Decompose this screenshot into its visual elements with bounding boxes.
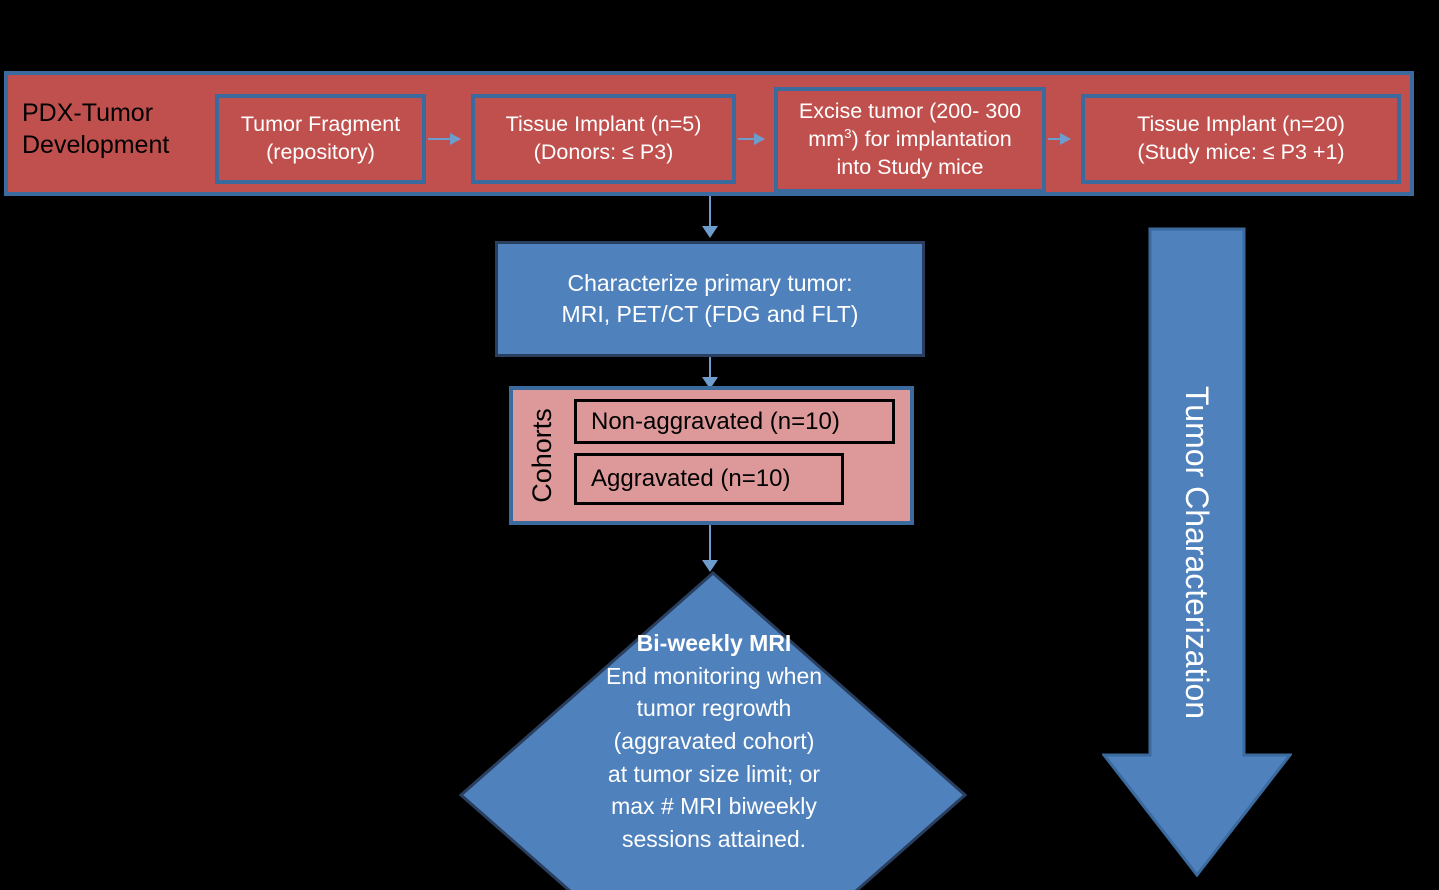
cohorts-label: Cohorts	[515, 390, 570, 521]
decision-line-1: End monitoring when	[605, 662, 823, 689]
arrow-fragment-to-implant	[428, 133, 461, 145]
arrow-banner-to-characterize	[702, 196, 718, 238]
step-box-tissue-implant-study-mice[interactable]: Tissue Implant (n=20) (Study mice: ≤ P3 …	[1081, 94, 1401, 184]
step-1-line-2: (repository)	[266, 140, 375, 164]
characterize-primary-tumor-box[interactable]: Characterize primary tumor: MRI, PET/CT …	[495, 241, 925, 357]
step-3-line-1: Excise tumor (200- 300	[798, 99, 1022, 124]
step-2-line-1: Tissue Implant (n=5)	[505, 112, 702, 137]
step-3-line-2-post: ) for implantation	[851, 127, 1012, 152]
decision-diamond[interactable]: Bi-weekly MRI End monitoring when tumor …	[459, 571, 967, 890]
tumor-characterization-arrow: Tumor Characterization	[1102, 227, 1292, 877]
decision-line-3: (aggravated cohort)	[613, 727, 815, 754]
arrow-characterize-to-cohorts	[702, 357, 718, 389]
decision-line-6: sessions attained.	[621, 825, 807, 852]
cohort-item-aggravated[interactable]: Aggravated (n=10)	[574, 453, 844, 505]
arrow-cohorts-to-decision	[702, 525, 718, 572]
step-3-line-2: mm3) for implantation	[784, 126, 1036, 154]
step-4-line-1: Tissue Implant (n=20)	[1137, 112, 1345, 137]
decision-line-5: max # MRI biweekly	[611, 793, 817, 820]
step-1-line-1: Tumor Fragment	[240, 112, 401, 137]
characterize-line-2: MRI, PET/CT (FDG and FLT)	[561, 301, 859, 327]
cohort-item-non-aggravated[interactable]: Non-aggravated (n=10)	[574, 399, 895, 444]
cohort-2-label: Aggravated (n=10)	[591, 465, 791, 492]
banner-label: PDX-Tumor Development	[22, 99, 170, 159]
step-3-superscript: 3	[844, 125, 852, 141]
cohorts-label-text: Cohorts	[527, 408, 558, 503]
pdx-tumor-development-banner: PDX-Tumor Development Tumor Fragment (re…	[4, 71, 1414, 196]
decision-line-2: tumor regrowth	[636, 695, 792, 722]
arrow-excise-to-study-implant	[1048, 133, 1071, 145]
characterize-line-1: Characterize primary tumor:	[567, 269, 853, 296]
step-box-excise-tumor[interactable]: Excise tumor (200- 300 mm3) for implanta…	[774, 87, 1046, 193]
step-3-line-2-pre: mm	[808, 127, 845, 152]
step-4-line-2: (Study mice: ≤ P3 +1)	[1137, 140, 1345, 164]
arrow-implant-to-excise	[738, 133, 765, 145]
decision-line-4: at tumor size limit; or	[607, 760, 821, 787]
step-3-line-3: into Study mice	[836, 154, 984, 179]
diamond-shape-icon	[459, 571, 967, 890]
cohort-1-label: Non-aggravated (n=10)	[591, 407, 840, 435]
down-arrow-icon	[1102, 227, 1292, 877]
step-box-tumor-fragment[interactable]: Tumor Fragment (repository)	[215, 94, 426, 184]
cohorts-box: Cohorts Non-aggravated (n=10) Aggravated…	[509, 386, 914, 525]
decision-heading: Bi-weekly MRI	[636, 630, 792, 656]
step-2-line-2: (Donors: ≤ P3)	[533, 140, 674, 164]
step-box-tissue-implant-donors[interactable]: Tissue Implant (n=5) (Donors: ≤ P3)	[471, 94, 736, 184]
decision-text: Bi-weekly MRI End monitoring when tumor …	[539, 627, 889, 856]
